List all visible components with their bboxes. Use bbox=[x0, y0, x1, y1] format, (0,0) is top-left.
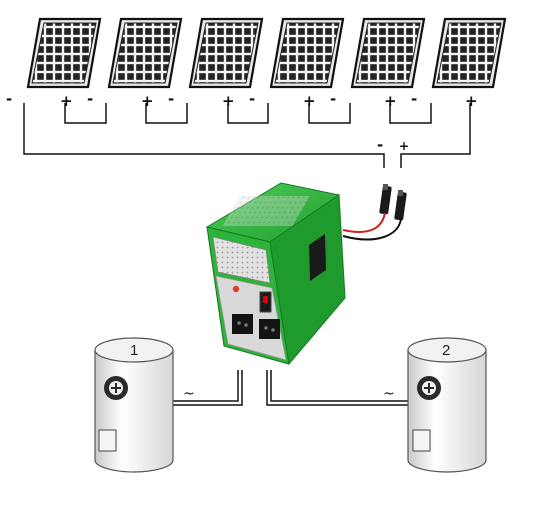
solar-panel-1: -+ bbox=[6, 17, 102, 110]
cable-red bbox=[342, 212, 386, 233]
panel-positive-sign: + bbox=[384, 92, 397, 110]
heater-number-2: 2 bbox=[442, 342, 450, 359]
connector-positive-sign: + bbox=[399, 139, 409, 153]
water-heater-2: 2 bbox=[407, 337, 487, 473]
panel-negative-sign: - bbox=[87, 90, 93, 108]
panel-negative-sign: - bbox=[249, 90, 255, 108]
solar-panel-2: -+ bbox=[87, 17, 183, 110]
panel-negative-sign: - bbox=[168, 90, 174, 108]
solar-panel-6: -+ bbox=[411, 17, 507, 110]
solar-panel-4: -+ bbox=[249, 17, 345, 110]
solar-panel-5: -+ bbox=[330, 17, 426, 110]
power-led bbox=[232, 285, 240, 293]
water-heater-1: 1 bbox=[94, 337, 174, 473]
inverter-controller bbox=[205, 182, 346, 366]
wire-heater-2-b bbox=[270, 370, 408, 402]
ac-symbol-2: ~ bbox=[383, 386, 395, 402]
positive-string-wire bbox=[400, 103, 471, 168]
panel-positive-sign: + bbox=[141, 92, 154, 110]
panel-negative-sign: - bbox=[6, 90, 12, 108]
panel-positive-sign: + bbox=[465, 92, 478, 110]
solar-panel-3: -+ bbox=[168, 17, 264, 110]
panel-positive-sign: + bbox=[303, 92, 316, 110]
panel-positive-sign: + bbox=[222, 92, 235, 110]
connector-negative-sign: - bbox=[377, 136, 383, 154]
cable-black bbox=[342, 218, 402, 241]
control-box bbox=[98, 429, 117, 452]
wire-heater-2-a bbox=[266, 370, 408, 406]
inverter-side bbox=[269, 194, 346, 366]
heater-wiring bbox=[172, 370, 408, 406]
heater-number-1: 1 bbox=[130, 342, 138, 359]
panel-negative-sign: - bbox=[411, 90, 417, 108]
series-link-3 bbox=[227, 103, 269, 124]
panel-negative-sign: - bbox=[330, 90, 336, 108]
solar-panel-row: -+-+-+-+-+-+ bbox=[6, 17, 507, 110]
vent-grille bbox=[212, 236, 271, 284]
wire-heater-1-a bbox=[172, 370, 239, 402]
series-link-5 bbox=[389, 103, 432, 124]
panel-positive-sign: + bbox=[60, 92, 73, 110]
side-display bbox=[309, 234, 326, 281]
output-socket-1[interactable] bbox=[232, 314, 253, 334]
mc4-connector[interactable] bbox=[379, 184, 407, 221]
panel-wiring bbox=[23, 103, 471, 168]
output-socket-2[interactable] bbox=[259, 319, 280, 339]
ac-symbol-1: ~ bbox=[183, 386, 195, 402]
negative-string-wire bbox=[23, 103, 385, 168]
thermostat-dial-icon bbox=[417, 376, 441, 400]
control-box bbox=[412, 429, 431, 452]
thermostat-dial-icon bbox=[104, 376, 128, 400]
wire-heater-1-b bbox=[172, 370, 243, 406]
series-link-1 bbox=[64, 103, 107, 124]
series-link-2 bbox=[145, 103, 188, 124]
series-link-4 bbox=[308, 103, 351, 124]
